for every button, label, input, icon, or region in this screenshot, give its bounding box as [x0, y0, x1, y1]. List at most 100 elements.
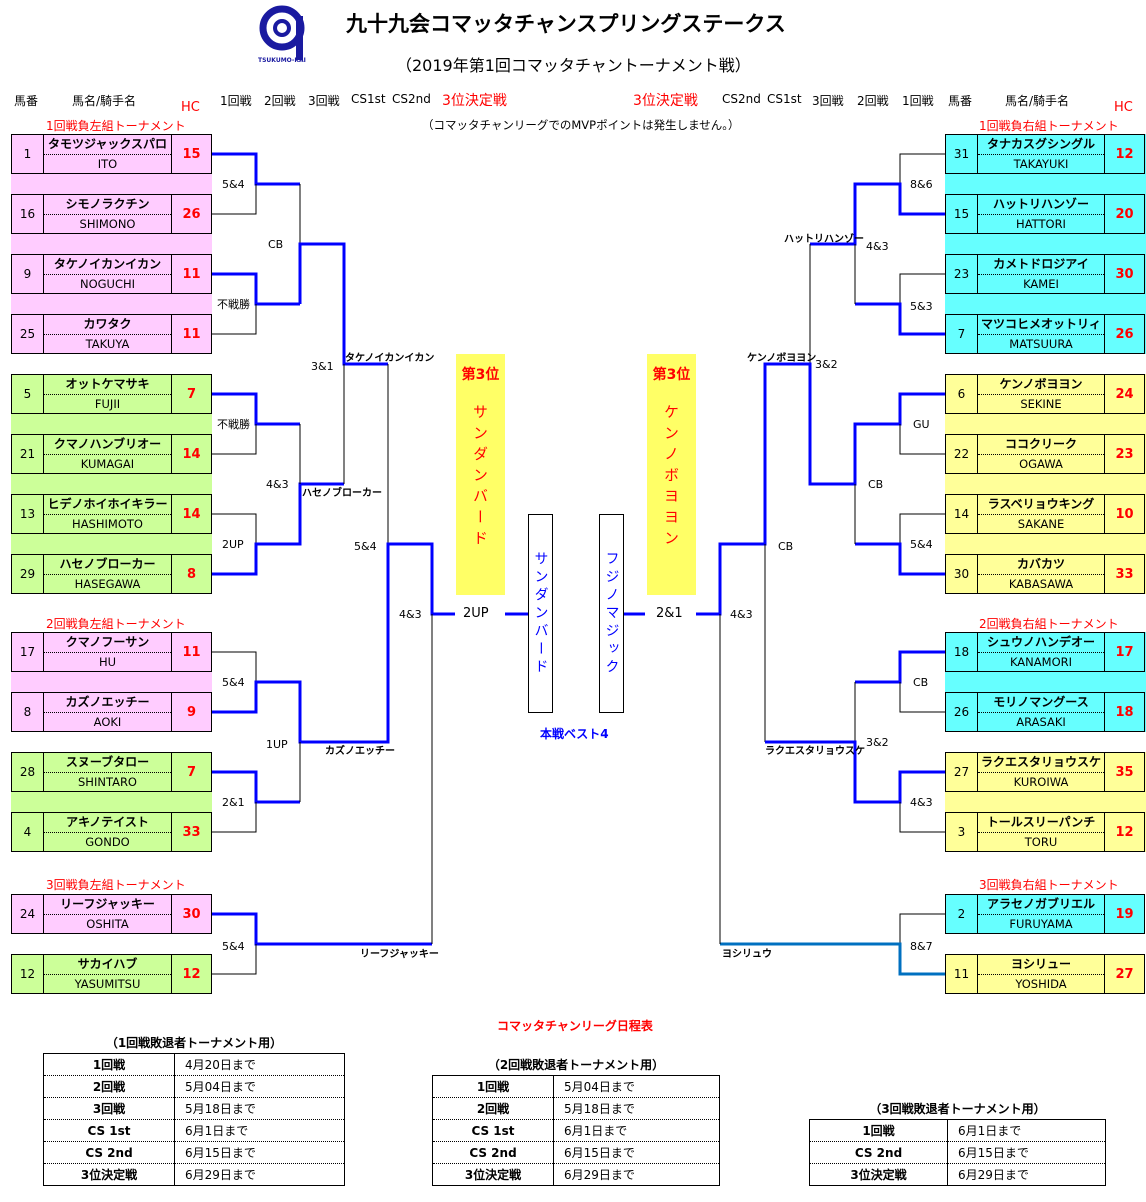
- left-entry[interactable]: 17 クマノフーサン HU 11: [11, 632, 212, 672]
- right-entry[interactable]: 7 マツコヒメオットリィ MATSUURA 26: [945, 314, 1145, 354]
- handicap: 12: [1115, 146, 1134, 162]
- match-result: 5&4: [222, 178, 245, 191]
- winner-path-line: [212, 272, 300, 306]
- jockey-name: HATTORI: [1016, 217, 1066, 231]
- handicap: 10: [1115, 506, 1134, 522]
- left-entry[interactable]: 1 タモツジャックスパロ ITO 15: [11, 134, 212, 174]
- left-hc-header: HC: [181, 100, 200, 115]
- advancing-name: カズノエッチー: [325, 744, 395, 757]
- right-entry[interactable]: 27 ラクエスタリョウスケ KUROIWA 35: [945, 752, 1145, 792]
- match-result: 5&3: [910, 300, 933, 313]
- right-entry[interactable]: 18 シュウノハンデオー KANAMORI 17: [945, 632, 1145, 672]
- horse-name: カズノエッチー: [44, 693, 171, 713]
- left-entry[interactable]: 9 タケノイカンイカン NOGUCHI 11: [11, 254, 212, 294]
- jockey-name: MATSUURA: [1009, 337, 1073, 351]
- winner-path-line: [696, 362, 945, 616]
- jockey-name: YASUMITSU: [74, 977, 141, 991]
- winner-path-line: [212, 912, 432, 946]
- horse-name: アキノテイスト: [44, 813, 171, 833]
- club-logo: TSUKUMO-KAI: [256, 2, 320, 70]
- horse-name: カバカツ: [978, 555, 1104, 575]
- entry-number: 29: [12, 555, 44, 593]
- winner-path-line: [212, 152, 300, 186]
- handicap: 14: [182, 506, 201, 522]
- left-round-2: 2回戦: [264, 94, 296, 108]
- winner-path-line: [855, 650, 945, 684]
- right-entry[interactable]: 6 ケンノボヨヨン SEKINE 24: [945, 374, 1145, 414]
- winner-path-line: [720, 942, 945, 976]
- left-entry[interactable]: 5 オットケマサキ FUJII 7: [11, 374, 212, 414]
- schedule-caption: （1回戦敗退者トーナメント用）: [105, 1036, 283, 1050]
- deadline-cell: 5月18日まで: [174, 1097, 345, 1120]
- left-entry[interactable]: 4 アキノテイスト GONDO 33: [11, 812, 212, 852]
- advancing-name: リーフジャッキー: [360, 948, 439, 960]
- handicap: 17: [1115, 644, 1134, 660]
- left-entry[interactable]: 13 ヒデノホイホイキラー HASHIMOTO 14: [11, 494, 212, 534]
- jockey-name: FURUYAMA: [1009, 917, 1073, 931]
- match-result: 2UP: [222, 538, 244, 551]
- left-entry[interactable]: 24 リーフジャッキー OSHITA 30: [11, 894, 212, 934]
- deadline-cell: 6月29日まで: [553, 1163, 720, 1186]
- round-cell: 1回戦: [432, 1075, 554, 1098]
- round-cell: 3位決定戦: [43, 1163, 175, 1186]
- jockey-name: HASEGAWA: [74, 577, 141, 591]
- handicap: 26: [1115, 326, 1134, 342]
- right-final-score: 2&1: [656, 606, 683, 621]
- right-entry[interactable]: 22 ココクリーク OGAWA 23: [945, 434, 1145, 474]
- right-entry[interactable]: 2 アラセノガブリエル FURUYAMA 19: [945, 894, 1145, 934]
- horse-name: カメトドロジアイ: [978, 255, 1104, 275]
- horse-name: サカイハブ: [44, 955, 171, 975]
- handicap: 33: [1115, 566, 1134, 582]
- handicap: 26: [182, 206, 201, 222]
- right-entry[interactable]: 23 カメトドロジアイ KAMEI 30: [945, 254, 1145, 294]
- jockey-name: SEKINE: [1020, 397, 1062, 411]
- match-result: 5&4: [354, 540, 377, 553]
- left-entry[interactable]: 28 スヌーブタロー SHINTARO 7: [11, 752, 212, 792]
- jockey-name: NOGUCHI: [79, 277, 136, 291]
- right-entry[interactable]: 31 タナカスグシングル TAKAYUKI 12: [945, 134, 1145, 174]
- deadline-cell: 5月18日まで: [553, 1097, 720, 1120]
- left-entry[interactable]: 8 カズノエッチー AOKI 9: [11, 692, 212, 732]
- jockey-name: HU: [98, 655, 117, 669]
- handicap: 30: [1115, 266, 1134, 282]
- advancing-name: ヨシリュウ: [722, 948, 772, 960]
- left-entry[interactable]: 25 カワタク TAKUYA 11: [11, 314, 212, 354]
- left-entry[interactable]: 29 ハセノブローカー HASEGAWA 8: [11, 554, 212, 594]
- right-entry[interactable]: 26 モリノマングース ARASAKI 18: [945, 692, 1145, 732]
- handicap: 35: [1115, 764, 1134, 780]
- right-entry[interactable]: 30 カバカツ KABASAWA 33: [945, 554, 1145, 594]
- horse-name: トールスリーパンチ: [978, 813, 1104, 833]
- round-cell: 3位決定戦: [432, 1163, 554, 1186]
- bracket-line: [899, 153, 945, 184]
- right-entry[interactable]: 14 ラスベリョウキング SAKANE 10: [945, 494, 1145, 534]
- match-result: CB: [268, 238, 283, 251]
- right-entry[interactable]: 3 トールスリーパンチ TORU 12: [945, 812, 1145, 852]
- entry-number: 8: [12, 693, 44, 731]
- entry-number: 5: [12, 375, 44, 413]
- entry-number: 30: [946, 555, 978, 593]
- horse-name: ココクリーク: [978, 435, 1104, 455]
- jockey-name: ITO: [97, 157, 118, 171]
- left-entry[interactable]: 12 サカイハブ YASUMITSU 12: [11, 954, 212, 994]
- group-label-left1: 1回戦負左組トーナメント: [46, 119, 186, 133]
- entry-number: 22: [946, 435, 978, 473]
- right-entry[interactable]: 15 ハットリハンゾー HATTORI 20: [945, 194, 1145, 234]
- left-entry[interactable]: 21 クマノハンブリオー KUMAGAI 14: [11, 434, 212, 474]
- round-cell: 3位決定戦: [809, 1163, 948, 1186]
- schedule-caption: （2回戦敗退者トーナメント用）: [487, 1058, 665, 1072]
- left-name-header: 馬名/騎手名: [72, 94, 137, 108]
- advancing-name: タケノイカンイカン: [345, 352, 434, 364]
- jockey-name: KABASAWA: [1008, 577, 1074, 591]
- right-entry[interactable]: 11 ヨシリュー YOSHIDA 27: [945, 954, 1145, 994]
- advancing-name: ラクエスタリョウスケ: [765, 745, 865, 757]
- entry-number: 28: [12, 753, 44, 791]
- left-entry[interactable]: 16 シモノラクチン SHIMONO 26: [11, 194, 212, 234]
- deadline-cell: 6月1日まで: [553, 1119, 720, 1142]
- bracket-line: [212, 513, 257, 544]
- entry-number: 25: [12, 315, 44, 353]
